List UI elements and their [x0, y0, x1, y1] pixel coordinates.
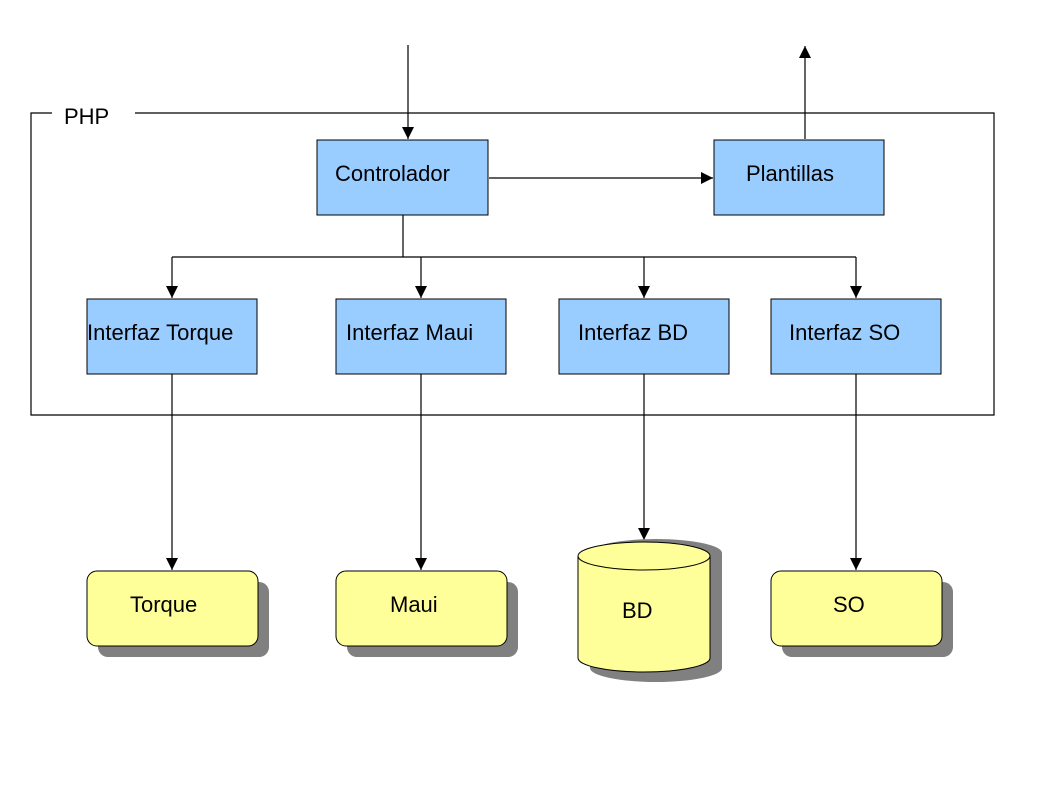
external-torque: Torque	[86, 570, 269, 657]
interfaz-bd-label: Interfaz BD	[578, 320, 688, 345]
interfaz-maui-label: Interfaz Maui	[346, 320, 473, 345]
module-interfaz-torque: Interfaz Torque	[86, 298, 258, 375]
interfaz-so-label: Interfaz SO	[789, 320, 900, 345]
maui-label: Maui	[390, 592, 438, 617]
external-maui: Maui	[335, 570, 518, 657]
connectors	[166, 45, 862, 570]
plantillas-label: Plantillas	[746, 161, 834, 186]
torque-label: Torque	[130, 592, 197, 617]
so-label: SO	[833, 592, 865, 617]
module-interfaz-maui: Interfaz Maui	[335, 298, 507, 375]
bd-label: BD	[622, 598, 653, 623]
module-interfaz-so: Interfaz SO	[770, 298, 942, 375]
module-interfaz-bd: Interfaz BD	[558, 298, 730, 375]
controlador-label: Controlador	[335, 161, 450, 186]
external-so: SO	[770, 570, 953, 657]
module-plantillas: Plantillas	[713, 139, 885, 216]
external-bd-database: BD	[577, 539, 722, 682]
php-container: PHP	[30, 104, 995, 416]
php-label: PHP	[64, 104, 109, 129]
module-controlador: Controlador	[316, 139, 489, 216]
interfaz-torque-label: Interfaz Torque	[87, 320, 233, 345]
